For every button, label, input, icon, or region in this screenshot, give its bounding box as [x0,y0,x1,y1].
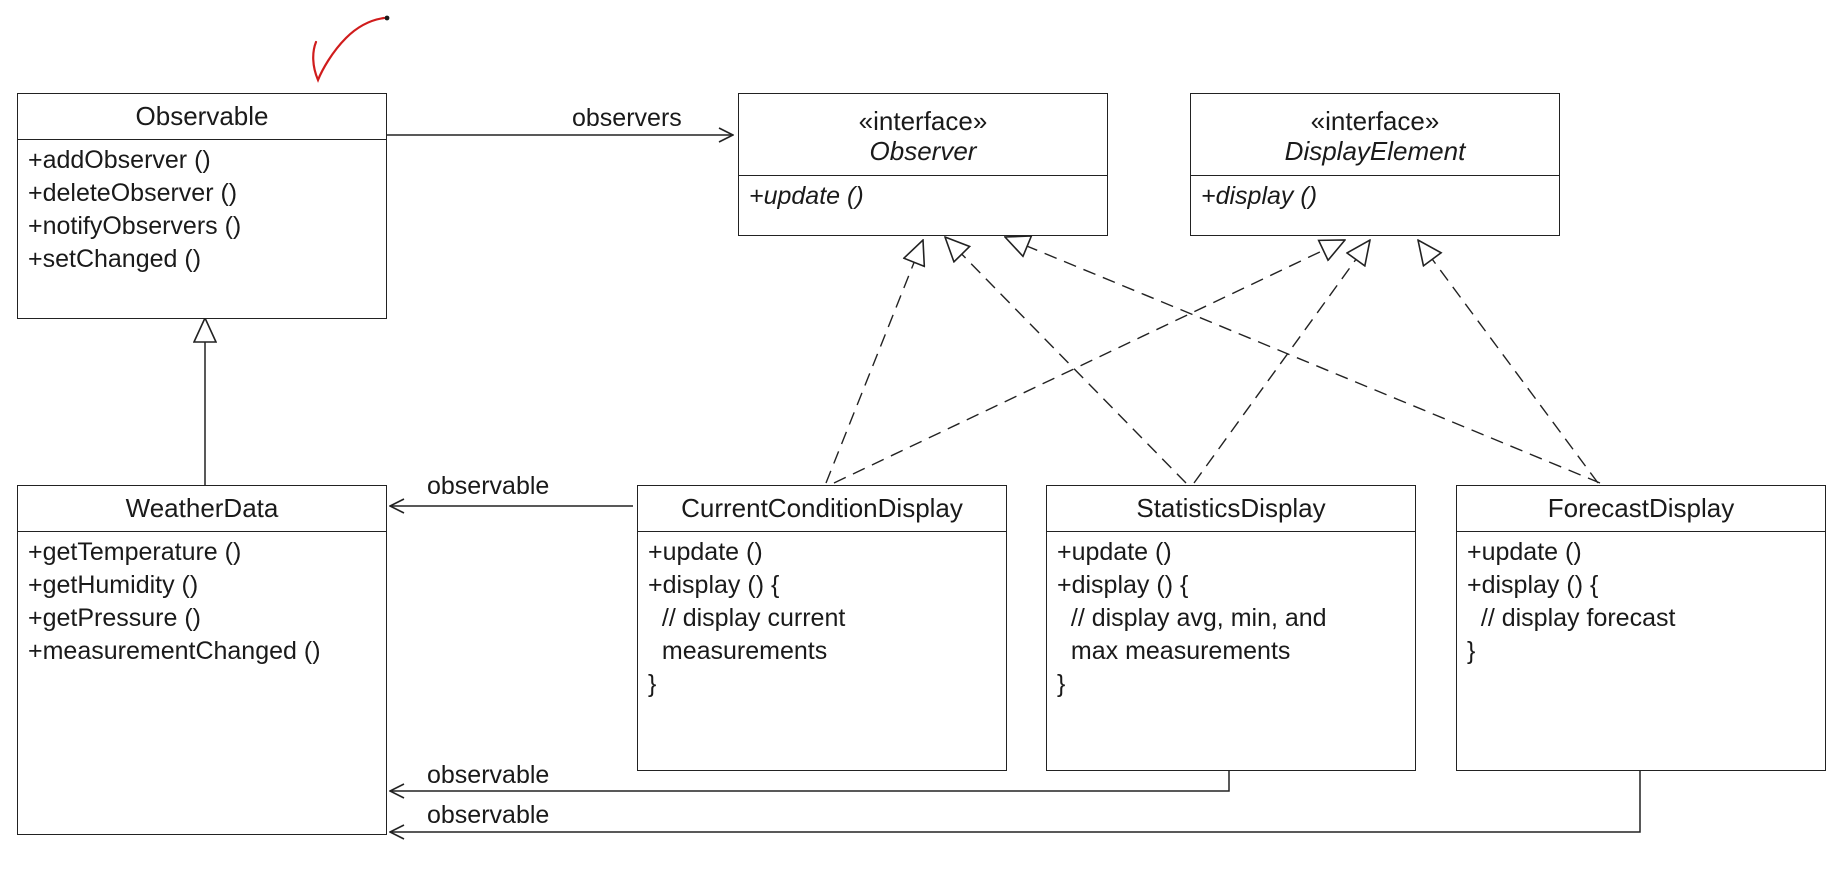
class-statistics-display-operations: +update () +display () { // display avg,… [1047,532,1415,701]
class-statistics-display-name: StatisticsDisplay [1047,486,1415,532]
class-current-condition-display-name: CurrentConditionDisplay [638,486,1006,532]
operation: // display current [648,604,846,632]
operation: } [1057,670,1066,698]
observable-label: observable [427,761,550,789]
class-weather-data-name: WeatherData [18,486,386,532]
operation: +setChanged () [28,245,202,273]
class-weather-data[interactable]: WeatherData +getTemperature () +getHumid… [17,485,387,835]
class-forecast-display-operations: +update () +display () { // display fore… [1457,532,1825,668]
observers-label: observers [572,104,682,132]
operation: +display () { [648,571,780,599]
operation: +update () [1057,538,1172,566]
interface-observer[interactable]: «interface» Observer +update () [738,93,1108,236]
forecast-realizes-displayelement [1418,240,1599,484]
class-forecast-display-name: ForecastDisplay [1457,486,1825,532]
interface-observer-operations: +update () [739,176,1107,213]
operation: +display () { [1057,571,1189,599]
statistics-observable-association [390,769,1230,791]
operation: // display forecast [1467,604,1676,632]
operation: +display () { [1467,571,1599,599]
interface-display-element-operations: +display () [1191,176,1559,213]
operation: +getTemperature () [28,538,242,566]
operation: } [648,670,657,698]
operation: +measurementChanged () [28,637,321,665]
operation: +update () [749,182,864,210]
stereotype-label: «interface» [858,106,988,136]
operation: +deleteObserver () [28,179,238,207]
operation: +addObserver () [28,146,211,174]
interface-display-element-name: DisplayElement [1284,136,1466,166]
stereotype-label: «interface» [1310,106,1440,136]
class-weather-data-operations: +getTemperature () +getHumidity () +getP… [18,532,386,668]
checkmark-dot [384,15,390,21]
statistics-realizes-observer [945,237,1187,484]
class-observable[interactable]: Observable +addObserver () +deleteObserv… [17,93,387,319]
class-forecast-display[interactable]: ForecastDisplay +update () +display () {… [1456,485,1826,771]
class-observable-name: Observable [18,94,386,140]
operation: +getHumidity () [28,571,199,599]
operation: +display () [1201,182,1318,210]
operation: +notifyObservers () [28,212,242,240]
observable-label: observable [427,801,550,829]
statistics-realizes-displayelement [1193,240,1370,484]
operation: +update () [1467,538,1582,566]
checkmark-annotation [312,16,386,83]
operation: +update () [648,538,763,566]
interface-observer-name: Observer [869,136,977,166]
current-realizes-observer [825,240,923,484]
forecast-realizes-observer [1005,237,1601,484]
interface-display-element[interactable]: «interface» DisplayElement +display () [1190,93,1560,236]
operation: +getPressure () [28,604,201,632]
class-observable-operations: +addObserver () +deleteObserver () +noti… [18,140,386,276]
forecast-observable-association [390,769,1641,832]
class-current-condition-display[interactable]: CurrentConditionDisplay +update () +disp… [637,485,1007,771]
operation: max measurements [1057,637,1291,665]
class-current-condition-display-operations: +update () +display () { // display curr… [638,532,1006,701]
operation: measurements [648,637,828,665]
operation: // display avg, min, and [1057,604,1327,632]
class-statistics-display[interactable]: StatisticsDisplay +update () +display ()… [1046,485,1416,771]
current-realizes-displayelement [833,240,1345,484]
operation: } [1467,637,1476,665]
observable-label: observable [427,472,550,500]
